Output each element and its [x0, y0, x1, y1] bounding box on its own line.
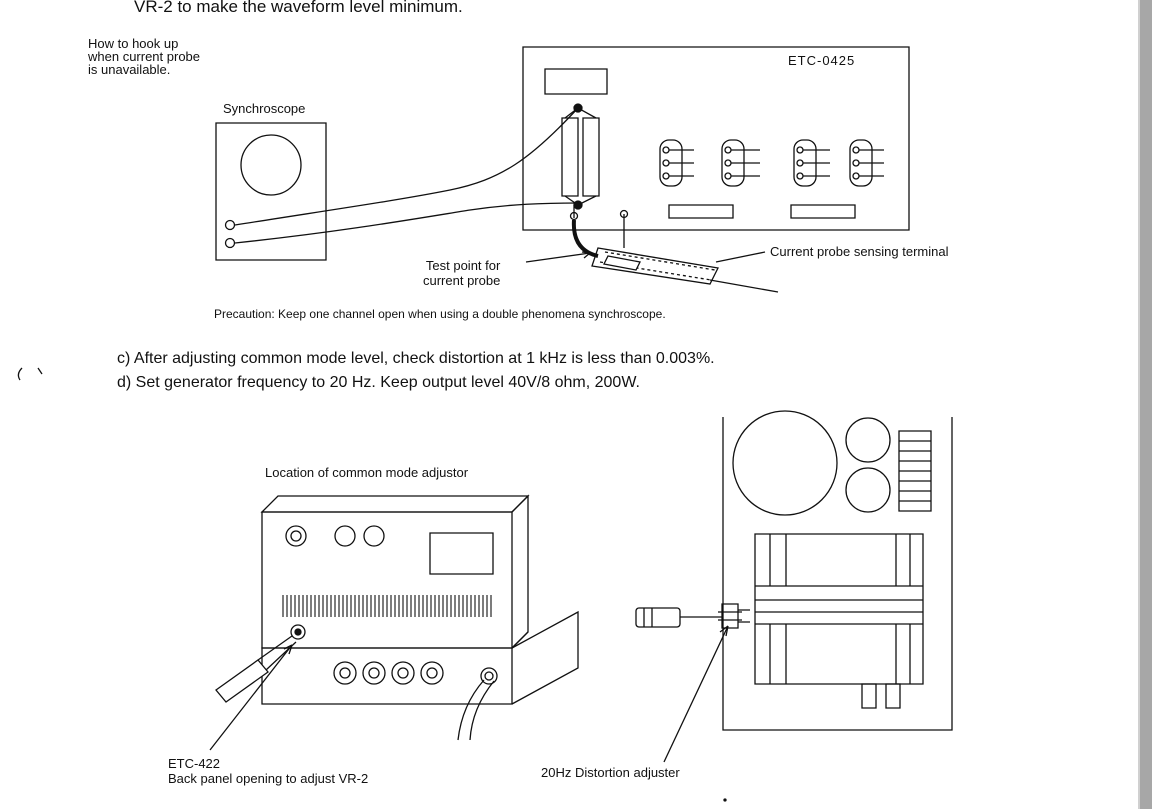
page-dot [724, 799, 726, 801]
hookup-note-line-1: How to hook up [88, 36, 179, 51]
synchroscope-label: Synchroscope [223, 101, 306, 116]
vent-slots [283, 595, 491, 617]
test-point-line-2: current probe [423, 273, 501, 288]
etc-422-line-1: ETC-422 [168, 756, 221, 771]
step-d: d) Set generator frequency to 20 Hz. Kee… [117, 374, 640, 391]
hookup-note-line-3: is unavailable. [88, 62, 171, 77]
page-mark [18, 368, 42, 380]
synchroscope-illustration [216, 108, 578, 260]
hookup-note: How to hook up when current probe is una… [88, 37, 200, 76]
etc-422-line-2: Back panel opening to adjust VR-2 [168, 771, 369, 786]
etc-0425-label: ETC-0425 [788, 53, 856, 68]
hookup-note-line-2: when current probe [88, 49, 201, 64]
common-mode-location-label: Location of common mode adjustor [265, 465, 469, 480]
etc-422-label: ETC-422 Back panel opening to adjust VR-… [168, 756, 368, 786]
current-probe-illustration [526, 248, 778, 292]
test-point-label: Test point for current probe [423, 258, 500, 288]
probe-sensing-label: Current probe sensing terminal [770, 244, 949, 259]
test-point-line-1: Test point for [425, 258, 501, 273]
etc-422-unit-illustration [210, 496, 578, 750]
scrollbar-edge [1138, 0, 1140, 809]
amplifier-internal-illustration [636, 411, 952, 762]
vertical-scrollbar[interactable] [1138, 0, 1152, 809]
instruction-fragment: VR-2 to make the waveform level minimum. [134, 0, 463, 16]
precaution-note: Precaution: Keep one channel open when u… [214, 307, 666, 321]
etc-0425-board-illustration [523, 47, 909, 256]
distortion-adjuster-label: 20Hz Distortion adjuster [541, 765, 680, 780]
board-connectors [660, 140, 884, 186]
step-c: c) After adjusting common mode level, ch… [117, 350, 715, 367]
